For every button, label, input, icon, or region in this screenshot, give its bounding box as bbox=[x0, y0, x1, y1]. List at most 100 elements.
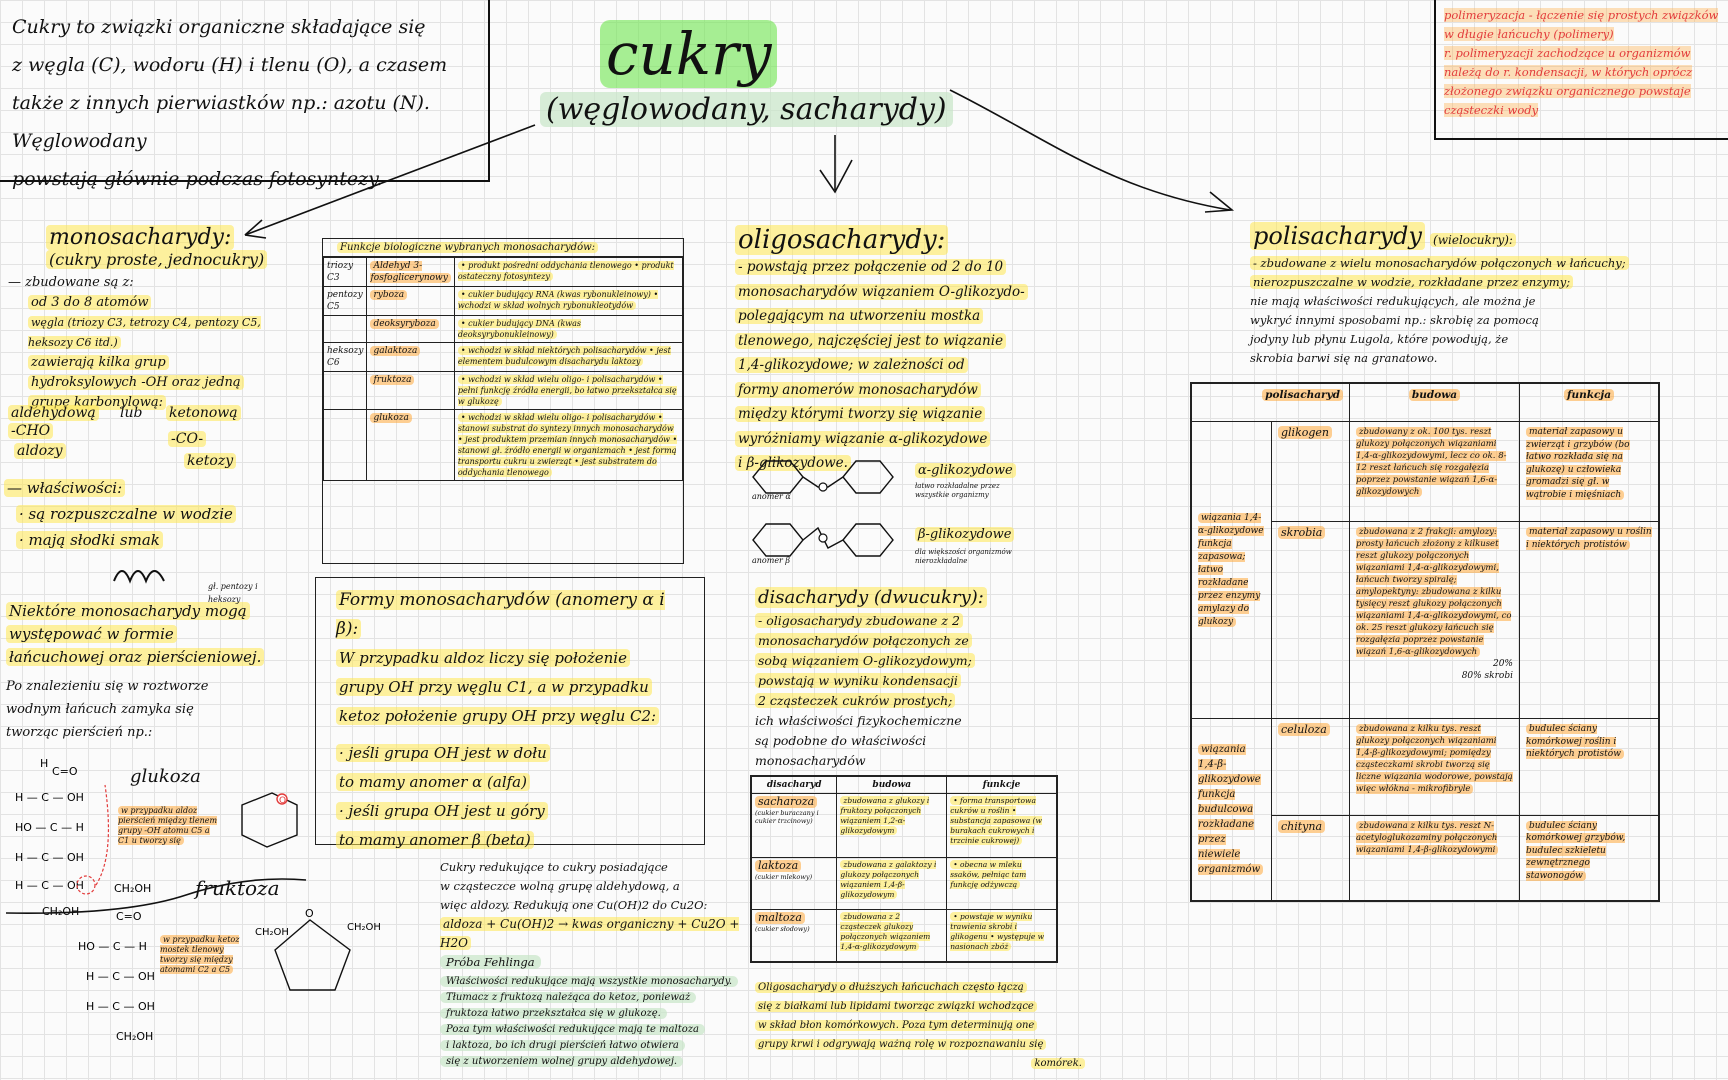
function-name: galaktoza bbox=[370, 346, 421, 356]
glucose-chain-diagram: H C=O H — C — OH HO — C — H H — C — OH H… bbox=[15, 757, 110, 918]
oligo-line: 1,4-glikozydowe; w zależności od bbox=[735, 357, 968, 373]
polysaccharide-row: wiązania 1,4-β-glikozydowe funkcja budul… bbox=[1191, 718, 1659, 901]
alpha-bond-note: łatwo rozkładalne przez wszystkie organi… bbox=[915, 482, 1000, 499]
di-func: • powstaje w wyniku trawienia skrobi i g… bbox=[950, 911, 1045, 951]
di-col-func: funkcje bbox=[946, 776, 1057, 794]
di-sub: (cukier słodowy) bbox=[755, 924, 810, 933]
di-build: zbudowana z 2 cząsteczek glukozy połączo… bbox=[840, 911, 931, 951]
disaccharide-row: sacharoza(cukier buraczany i cukier trzc… bbox=[751, 793, 1057, 858]
function-desc: • cukier budujący DNA (kwas deoksyrybonu… bbox=[457, 319, 582, 339]
function-group bbox=[323, 315, 368, 343]
reducing-line: Właściwości redukujące mają wszystkie mo… bbox=[440, 976, 739, 987]
intro-line: powstają głównie podczas fotosyntezy. bbox=[12, 168, 383, 190]
anomers-line: to mamy anomer α (alfa) bbox=[336, 773, 530, 791]
poly-name: chityna bbox=[1278, 819, 1326, 833]
anomers-line: · jeśli grupa OH jest w dołu bbox=[336, 744, 550, 762]
disaccharides-line: są podobne do właściwości bbox=[755, 733, 927, 748]
aldoses-label: aldozy bbox=[14, 443, 66, 459]
ring-line: łańcuchowej oraz pierścieniowej. bbox=[6, 648, 265, 666]
reducing-line: Tłumacz z fruktozą należąca do ketoz, po… bbox=[440, 992, 697, 1003]
mono-section: monosacharydy: (cukry proste, jednocukry… bbox=[8, 225, 308, 413]
intro-box: Cukry to związki organiczne składające s… bbox=[0, 0, 490, 190]
poly-build: zbudowana z kilku tys. reszt glukozy poł… bbox=[1356, 724, 1513, 795]
disaccharides-line: monosacharydów bbox=[755, 753, 866, 768]
svg-text:O: O bbox=[279, 796, 286, 806]
beta-bond-diagram bbox=[752, 523, 894, 557]
di-sub: (cukier mlekowy) bbox=[755, 872, 813, 881]
svg-text:HO — C — H: HO — C — H bbox=[15, 821, 84, 834]
poly-line: jodyny lub płynu Lugola, które powodują,… bbox=[1250, 332, 1509, 346]
section-divider bbox=[5, 878, 307, 914]
disaccharides-heading: disacharydy (dwucukry): bbox=[755, 587, 987, 608]
fehling-test: Próba Fehlinga bbox=[440, 955, 541, 969]
fructose-label: fruktoza bbox=[195, 876, 280, 900]
glucose-label: glukoza bbox=[130, 766, 201, 787]
di-func: • forma transportowa cukrów u roślin • s… bbox=[950, 796, 1042, 845]
svg-text:CH₂OH: CH₂OH bbox=[347, 922, 381, 933]
alpha-bond-label: α-glikozydowe bbox=[915, 463, 1016, 478]
ring-line: występować w formie bbox=[6, 625, 177, 643]
ketone-label: ketonową bbox=[166, 405, 241, 421]
oligo-line: wyróżniamy wiązanie α-glikozydowe bbox=[735, 430, 991, 447]
reducing-line: więc aldozy. Redukują one Cu(OH)2 do Cu2… bbox=[440, 898, 708, 912]
poly-line: wykryć innymi sposobami np.: skrobię za … bbox=[1250, 313, 1539, 327]
page-subtitle: (węglowodany, sacharydy) bbox=[540, 92, 953, 127]
disaccharides-line: monosacharydów połączonych ze bbox=[755, 633, 972, 648]
function-desc: • wchodzi w skład wielu oligo- i polisac… bbox=[457, 375, 677, 406]
svg-text:H — C — OH: H — C — OH bbox=[86, 1000, 155, 1013]
di-col-name: disacharyd bbox=[751, 776, 838, 794]
fructose-chain-diagram: CH₂OH C=O HO — C — H H — C — OH H — C — … bbox=[78, 882, 155, 1043]
poly-name: skrobia bbox=[1278, 526, 1326, 540]
ring-forms: Niektóre monosacharydy mogą występować w… bbox=[6, 600, 306, 744]
polysaccharide-table: polisacharyd budowa funkcja wiązania 1,4… bbox=[1190, 382, 1660, 902]
disaccharides-section: disacharydy (dwucukry): - oligosacharydy… bbox=[755, 585, 1055, 771]
ring-line: wodnym łańcuch zamyka się bbox=[6, 702, 194, 717]
props-heading: — właściwości: bbox=[4, 479, 126, 497]
poly-func: budulec ściany komórkowej roślin i niekt… bbox=[1526, 724, 1624, 760]
function-group: pentozy C5 bbox=[323, 286, 368, 316]
svg-text:C=O: C=O bbox=[52, 765, 78, 778]
svg-text:HO — C — H: HO — C — H bbox=[78, 940, 147, 953]
di-name: maltoza bbox=[755, 911, 805, 924]
function-group bbox=[323, 371, 368, 410]
function-desc: • produkt pośredni oddychania tlenowego … bbox=[457, 261, 674, 281]
beta-bond-text: β-glikozydowe bbox=[915, 527, 1015, 542]
mono-heading2: (cukry proste, jednocukry) bbox=[46, 250, 268, 269]
function-group: triozy C3 bbox=[323, 257, 368, 287]
note-line: złożonego związku organicznego powstaje bbox=[1444, 84, 1691, 98]
glucose-note: w przypadku aldoz pierścień między tlene… bbox=[118, 806, 218, 846]
poly-func: budulec ściany komórkowej grzybów, budul… bbox=[1526, 820, 1626, 881]
disaccharide-table-body: sacharoza(cukier buraczany i cukier trzc… bbox=[751, 793, 1057, 962]
beta-bond-label: β-glikozydowe bbox=[915, 527, 1015, 542]
note-line: r. polimeryzacji zachodzące u organizmów bbox=[1444, 46, 1691, 60]
poly-build: zbudowany z ok. 100 tys. reszt glukozy p… bbox=[1356, 427, 1507, 497]
di-build: zbudowana z glukozy i fruktozy połączony… bbox=[840, 796, 930, 835]
mono-line: zawierają kilka grup bbox=[28, 355, 169, 370]
svg-text:H — C — OH: H — C — OH bbox=[15, 879, 84, 892]
poly-build: zbudowana z 2 frakcji: amylozy: prosty ł… bbox=[1356, 527, 1512, 658]
svg-text:H — C — OH: H — C — OH bbox=[15, 851, 84, 864]
prop-line: · są rozpuszczalne w wodzie bbox=[16, 505, 236, 523]
oligo-line: tlenowego, najczęściej jest to wiązanie bbox=[735, 332, 1007, 349]
starch-pct: 80% skrobi bbox=[1461, 671, 1513, 682]
ketoses-label: ketozy bbox=[184, 453, 237, 469]
oligo-line: między którymi tworzy się wiązanie bbox=[735, 406, 986, 422]
svg-text:O: O bbox=[305, 907, 314, 920]
oligo-heading: oligosacharydy: bbox=[735, 225, 949, 255]
poly-heading-sub: (wielocukry): bbox=[1430, 233, 1516, 247]
svg-text:CH₂OH: CH₂OH bbox=[42, 905, 79, 918]
glucose-note-text: w przypadku aldoz pierścień między tlene… bbox=[118, 806, 218, 845]
function-group: heksozy C6 bbox=[323, 342, 368, 372]
di-name: sacharoza bbox=[755, 796, 818, 808]
oligo-line: - powstają przez połączenie od 2 do 10 bbox=[735, 259, 1007, 275]
poly-name: celuloza bbox=[1278, 723, 1330, 737]
oligo-end-line: komórek. bbox=[1031, 1058, 1085, 1069]
disaccharides-line: 2 cząsteczek cukrów prostych; bbox=[755, 693, 956, 708]
poly-func: materiał zapasowy u zwierząt i grzybów (… bbox=[1526, 427, 1630, 500]
ring-note: gł. pentozy i heksozy bbox=[208, 582, 258, 604]
mono-line: od 3 do 8 atomów bbox=[28, 295, 152, 310]
poly-name: glikogen bbox=[1278, 426, 1333, 439]
mono-properties: — właściwości: · są rozpuszczalne w wodz… bbox=[4, 475, 274, 553]
